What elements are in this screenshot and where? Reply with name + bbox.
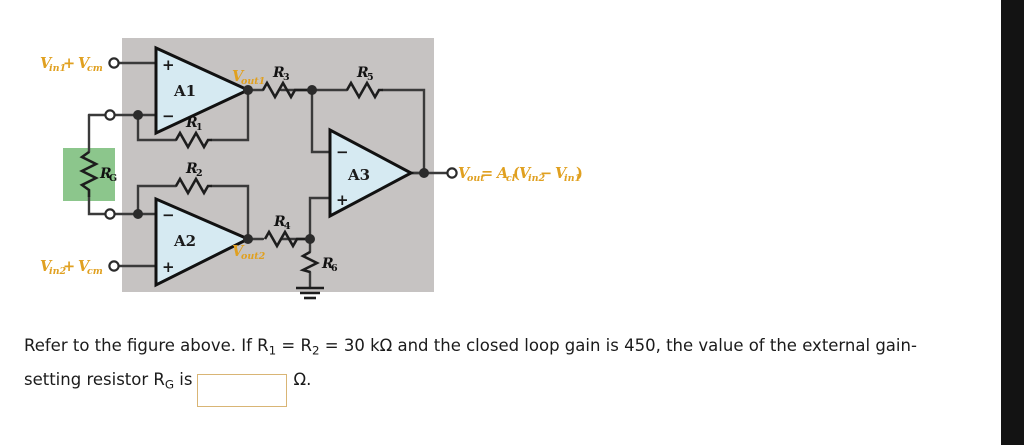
vin2-v: V bbox=[40, 258, 53, 275]
node-a1-inverting bbox=[133, 110, 143, 120]
opamp-A1-plus: + bbox=[162, 56, 175, 74]
resistor-R6-label: R bbox=[321, 256, 334, 272]
vin1-sub: in1 bbox=[49, 63, 66, 74]
eq-vin1: V bbox=[555, 165, 568, 182]
resistor-R1-sub: 1 bbox=[196, 122, 203, 133]
question-sub-r2: 2 bbox=[311, 343, 320, 358]
resistor-RG-label: R bbox=[99, 166, 112, 182]
terminal-vin2 bbox=[108, 260, 120, 272]
terminals bbox=[104, 57, 458, 272]
resistor-RG: R G bbox=[79, 150, 117, 197]
resistor-R3-sub: 3 bbox=[283, 72, 290, 83]
opamp-A1: + − A1 bbox=[154, 45, 252, 136]
circuit-figure: .wire { stroke:#3a3a3a; stroke-width:2.4… bbox=[0, 0, 640, 320]
eq-equals: = bbox=[481, 165, 493, 182]
question-sub-r1: 1 bbox=[268, 343, 277, 358]
eq-minus: − bbox=[540, 165, 552, 182]
question-block: Refer to the figure above. If R1 = R2 = … bbox=[24, 331, 974, 408]
right-edge-strip bbox=[1001, 0, 1024, 445]
node-a2-inverting bbox=[133, 209, 143, 219]
opamp-A3-minus: − bbox=[336, 143, 349, 161]
output-equation: V out = A cl ( V in2 − V in1 ) bbox=[458, 165, 583, 184]
opamp-A2-minus: − bbox=[162, 206, 175, 224]
eq-acl: A bbox=[495, 165, 508, 182]
opamp-A2-label: A2 bbox=[173, 232, 196, 250]
vin2-vcm-sub: cm bbox=[87, 266, 103, 277]
vin1-vcm: V bbox=[78, 55, 91, 72]
instrumentation-amplifier-svg: .wire { stroke:#3a3a3a; stroke-width:2.4… bbox=[40, 38, 583, 300]
eq-open-paren: ( bbox=[513, 165, 520, 182]
resistor-R5: R 5 bbox=[345, 65, 383, 100]
eq-vout: V bbox=[458, 165, 471, 182]
resistor-R4-sub: 4 bbox=[284, 221, 291, 232]
terminal-a2-inv bbox=[104, 208, 116, 220]
question-text-1b: = R bbox=[276, 336, 312, 355]
input-label-vin1: V in1 + V cm bbox=[40, 55, 103, 74]
vin2-plus: + bbox=[63, 258, 75, 275]
terminal-vin1 bbox=[108, 57, 120, 69]
vout2-sub: out2 bbox=[241, 251, 266, 262]
input-label-vin2: V in2 + V cm bbox=[40, 258, 103, 277]
eq-vout-sub: out bbox=[467, 173, 485, 184]
node-r4-r6-junction bbox=[305, 234, 315, 244]
node-label-vout2: V out2 bbox=[232, 243, 266, 262]
question-line-1: Refer to the figure above. If R1 = R2 = … bbox=[24, 331, 974, 365]
unit-label: Ω. bbox=[293, 370, 312, 390]
opamp-A3-plus: + bbox=[336, 191, 349, 209]
resistor-R3-label: R bbox=[272, 65, 285, 81]
vout1-v: V bbox=[232, 68, 245, 85]
opamp-A3-label: A3 bbox=[347, 166, 370, 184]
terminal-a1-inv bbox=[104, 109, 116, 121]
eq-close-paren: ) bbox=[576, 165, 583, 182]
eq-acl-sub: cl bbox=[506, 173, 516, 184]
question-text-1c: = 30 kΩ and the closed loop gain is 450,… bbox=[319, 336, 917, 355]
resistor-RG-sub: G bbox=[109, 173, 117, 184]
resistor-R4-label: R bbox=[273, 214, 286, 230]
vin2-sub: in2 bbox=[49, 266, 67, 277]
eq-vin2: V bbox=[519, 165, 532, 182]
node-vout1 bbox=[243, 85, 253, 95]
opamp-A3: − + A3 bbox=[328, 127, 415, 219]
vout1-sub: out1 bbox=[241, 76, 265, 87]
question-text-1a: Refer to the figure above. If R bbox=[24, 336, 269, 355]
answer-input[interactable] bbox=[196, 374, 287, 408]
vin2-vcm: V bbox=[78, 258, 91, 275]
resistor-R2-sub: 2 bbox=[196, 168, 203, 179]
node-a3-output bbox=[419, 168, 429, 178]
resistor-R2-label: R bbox=[185, 161, 198, 177]
resistor-R5-label: R bbox=[356, 65, 369, 81]
vin1-v: V bbox=[40, 55, 53, 72]
vin1-plus: + bbox=[63, 55, 75, 72]
resistor-R6-sub: 6 bbox=[331, 263, 338, 274]
node-r3-r5-junction bbox=[307, 85, 317, 95]
resistor-R4: R 4 bbox=[263, 214, 310, 249]
question-sub-rg: G bbox=[164, 377, 175, 392]
opamp-A1-label: A1 bbox=[173, 82, 196, 100]
vout2-v: V bbox=[232, 243, 245, 260]
opamp-A2-plus: + bbox=[162, 258, 175, 276]
resistor-R2: R 2 bbox=[174, 161, 212, 196]
opamp-A1-minus: − bbox=[162, 107, 175, 125]
resistor-R3: R 3 bbox=[261, 65, 312, 100]
resistor-R6: R 6 bbox=[299, 250, 338, 274]
question-line-2: setting resistor RG is Ω. bbox=[24, 365, 974, 408]
node-vout2 bbox=[243, 234, 253, 244]
junction-nodes bbox=[133, 85, 429, 244]
eq-vin1-sub: in1 bbox=[564, 173, 581, 184]
node-label-vout1: V out1 bbox=[232, 68, 265, 87]
ground-symbol bbox=[296, 286, 324, 300]
terminal-vout bbox=[446, 167, 458, 179]
opamp-A2: − + A2 bbox=[154, 196, 252, 288]
resistor-R5-sub: 5 bbox=[367, 72, 374, 83]
vin1-vcm-sub: cm bbox=[87, 63, 103, 74]
eq-vin2-sub: in2 bbox=[528, 173, 546, 184]
question-text-2a: setting resistor R bbox=[24, 370, 165, 390]
question-text-2b: is bbox=[174, 370, 193, 390]
